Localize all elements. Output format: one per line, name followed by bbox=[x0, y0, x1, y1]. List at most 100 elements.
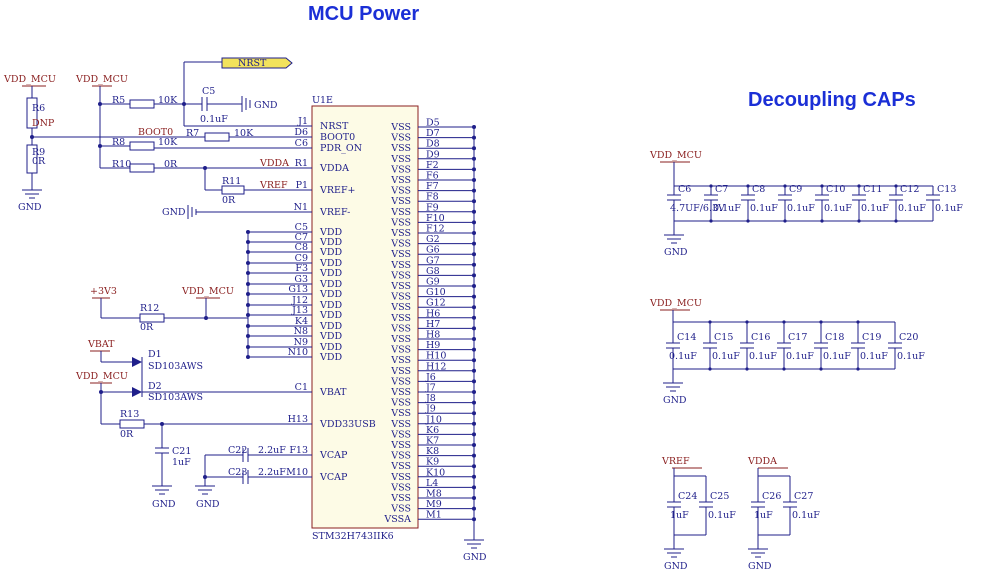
chip-left-pin-number: F3 bbox=[295, 263, 308, 274]
chip-right-pin-number: J9 bbox=[425, 404, 436, 415]
chip-right-pin-name: VSS bbox=[390, 461, 411, 472]
chip-left-pin-number: P1 bbox=[296, 180, 308, 191]
chip-left-pin-name: VDD bbox=[319, 268, 342, 279]
vdd-bus-junction bbox=[246, 303, 250, 307]
vdda-net-label: VDDA bbox=[259, 158, 289, 169]
chip-left-pin-number: C1 bbox=[295, 382, 308, 393]
chip-right-pin-number: F8 bbox=[426, 192, 439, 203]
chip-right-pin-name: VSS bbox=[390, 154, 411, 165]
chip-right-pin-number: G10 bbox=[426, 287, 446, 298]
chip-left-pin-name: VDD bbox=[319, 342, 342, 353]
r7-resistor bbox=[204, 132, 230, 142]
cap-ref: C10 bbox=[826, 184, 845, 195]
chip-left-pin-name: PDR_ON bbox=[320, 143, 362, 154]
chip-right-pin-number: G7 bbox=[426, 255, 440, 266]
chip-left-pin-name: VDDA bbox=[319, 163, 349, 174]
vdd-mcu-net-label: VDD_MCU bbox=[3, 74, 56, 85]
chip-left-pin-name: VDD bbox=[319, 237, 342, 248]
cap-value: 4.7UF/6.3V bbox=[670, 203, 725, 214]
chip-left-pin-number: N10 bbox=[288, 347, 308, 358]
d1-value: SD103AWS bbox=[148, 361, 203, 372]
cap-value: 0.1uF bbox=[860, 351, 888, 362]
chip-right-pin-number: F10 bbox=[426, 213, 445, 224]
chip-right-pin-number: F12 bbox=[426, 224, 445, 235]
nrst-port-flag bbox=[221, 57, 293, 69]
chip-right-pin-name: VSS bbox=[390, 122, 411, 133]
cap-ref: C8 bbox=[752, 184, 765, 195]
gnd-label: GND bbox=[196, 499, 220, 510]
r13-resistor bbox=[119, 419, 145, 429]
chip-right-pin-number: G9 bbox=[426, 277, 440, 288]
chip-left-pin-number: G13 bbox=[288, 284, 308, 295]
r9-ref: R9 bbox=[32, 147, 45, 158]
chip-right-pin-name: VSS bbox=[390, 217, 411, 228]
cap-ref: C24 bbox=[678, 491, 697, 502]
chip-right-pin-number: K7 bbox=[426, 436, 439, 447]
chip-left-pin-number: N1 bbox=[294, 202, 308, 213]
chip-right-pin-name: VSS bbox=[390, 398, 411, 409]
vdd-bus-junction bbox=[246, 292, 250, 296]
r11-ref: R11 bbox=[222, 176, 241, 187]
chip-right-pin-number: D5 bbox=[426, 118, 440, 129]
chip-right-pin-number: H9 bbox=[426, 340, 440, 351]
chip-left-pin-number: J13 bbox=[291, 305, 308, 316]
r13-ref: R13 bbox=[120, 409, 139, 420]
chip-left-pin-name: VDD bbox=[319, 279, 342, 290]
cap-ref: C7 bbox=[715, 184, 728, 195]
chip-right-pin-name: VSS bbox=[390, 186, 411, 197]
r7-value: 10K bbox=[234, 128, 254, 139]
chip-right-pin-name: VSS bbox=[390, 260, 411, 271]
c23-value: 2.2uF bbox=[258, 467, 286, 478]
chip-left-pin-name: VREF- bbox=[319, 207, 350, 218]
chip-left-pin-number: J12 bbox=[291, 295, 308, 306]
cap-value: 0.1uF bbox=[898, 203, 926, 214]
decoupling-net-label: VREF bbox=[661, 456, 690, 467]
d1-diode bbox=[132, 357, 142, 367]
cap-ref: C16 bbox=[751, 332, 770, 343]
gnd-label: GND bbox=[663, 395, 687, 406]
vdd-mcu-net-label: VDD_MCU bbox=[181, 286, 234, 297]
vdd-bus-junction bbox=[246, 271, 250, 275]
chip-right-pin-name: VSS bbox=[390, 281, 411, 292]
chip-left-pin-name: VDD bbox=[319, 289, 342, 300]
cap-value: 0.1uF bbox=[749, 351, 777, 362]
chip-left-pin-number: D6 bbox=[294, 127, 308, 138]
vdd-bus-junction bbox=[246, 345, 250, 349]
r10-ref: R10 bbox=[112, 159, 131, 170]
chip-left-pin-number: C6 bbox=[295, 138, 308, 149]
vref-net-label: VREF bbox=[259, 180, 288, 191]
c5-ref: C5 bbox=[202, 86, 215, 97]
c22-ref: C22 bbox=[228, 445, 247, 456]
r8-resistor bbox=[129, 141, 155, 151]
chip-right-pin-name: VSS bbox=[390, 164, 411, 175]
chip-left-pin-number: C7 bbox=[295, 232, 308, 243]
chip-right-pin-number: G8 bbox=[426, 266, 440, 277]
cap-ref: C18 bbox=[825, 332, 844, 343]
gnd-label: GND bbox=[664, 247, 688, 258]
chip-right-pin-name: VSS bbox=[390, 493, 411, 504]
d1-ref: D1 bbox=[148, 349, 162, 360]
chip-right-pin-name: VSS bbox=[390, 387, 411, 398]
r8-ref: R8 bbox=[112, 137, 125, 148]
chip-right-pin-number: H8 bbox=[426, 330, 440, 341]
cap-ref: C14 bbox=[677, 332, 696, 343]
chip-left-pin-number: F13 bbox=[289, 445, 308, 456]
chip-right-pin-name: VSS bbox=[390, 366, 411, 377]
r12-ref: R12 bbox=[140, 303, 159, 314]
cap-ref: C15 bbox=[714, 332, 733, 343]
chip-left-pin-number: H13 bbox=[288, 414, 308, 425]
chip-right-pin-number: J10 bbox=[425, 414, 442, 425]
vdd-bus-junction bbox=[246, 282, 250, 286]
chip-right-pin-number: J7 bbox=[425, 383, 436, 394]
left-circuit: VDD_MCU R6 DNP R9 0R GND VDD_MCU R5 10K … bbox=[3, 57, 487, 563]
boot0-net-label: BOOT0 bbox=[138, 127, 173, 138]
chip-right-pin-name: VSSA bbox=[383, 514, 411, 525]
chip-left-pin-name: VDD bbox=[319, 258, 342, 269]
chip-right-pin-name: VSS bbox=[390, 228, 411, 239]
chip-left-pin-name: VDD bbox=[319, 331, 342, 342]
vdd-bus-junction bbox=[246, 313, 250, 317]
cap-ref: C12 bbox=[900, 184, 919, 195]
cap-value: 0.1uF bbox=[823, 351, 851, 362]
r5-ref: R5 bbox=[112, 95, 125, 106]
